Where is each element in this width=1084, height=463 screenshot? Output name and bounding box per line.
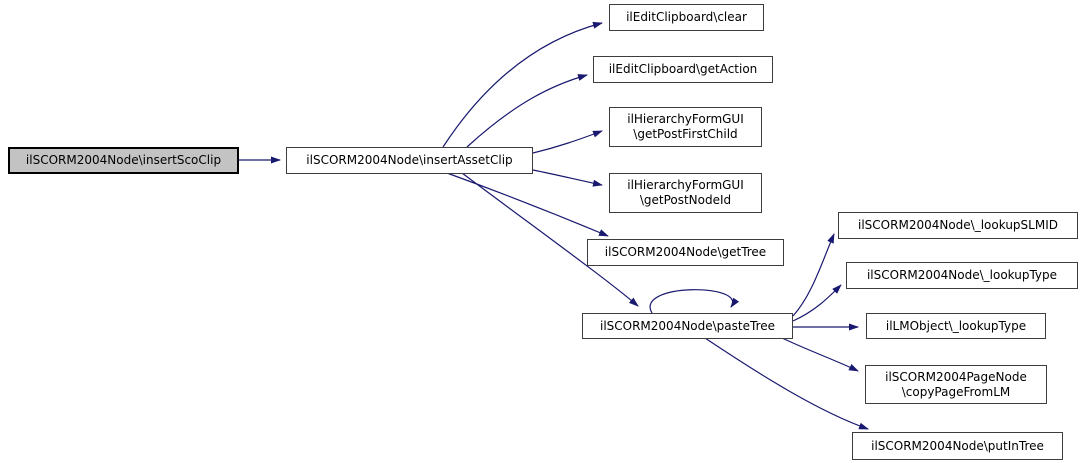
edge-pasteTree-copyPageFromLM — [781, 337, 859, 372]
node-lookupTypeLM[interactable]: ilLMObject\_lookupType — [866, 313, 1046, 339]
node-copyPageFromLM[interactable]: ilSCORM2004PageNode \copyPageFromLM — [865, 365, 1047, 404]
edge-insertAssetClip-clear — [442, 21, 603, 148]
node-insertScoClip: ilSCORM2004Node\insertScoClip — [8, 147, 239, 174]
node-lookupTypeNode[interactable]: ilSCORM2004Node\_lookupType — [846, 262, 1078, 289]
node-getAction[interactable]: ilEditClipboard\getAction — [593, 56, 773, 83]
edge-insertAssetClip-getPostNodeId — [532, 169, 603, 187]
node-putInTree[interactable]: ilSCORM2004Node\putInTree — [852, 432, 1063, 460]
edge-pasteTree-putInTree — [704, 337, 869, 430]
edge-insertAssetClip-getPostFirstChild — [532, 130, 603, 154]
edge-pasteTree-lookupSLMID — [792, 233, 835, 317]
node-pasteTree[interactable]: ilSCORM2004Node\pasteTree — [582, 313, 793, 339]
node-getTree[interactable]: ilSCORM2004Node\getTree — [587, 239, 784, 266]
node-getPostFirstChild[interactable]: ilHierarchyFormGUI \getPostFirstChild — [609, 107, 762, 147]
edge-insertAssetClip-getTree — [446, 172, 609, 237]
edge-pasteTree-self-loop — [649, 289, 740, 314]
edge-insertAssetClip-pasteTree — [461, 172, 639, 307]
node-lookupSLMID[interactable]: ilSCORM2004Node\_lookupSLMID — [838, 212, 1078, 239]
node-clear[interactable]: ilEditClipboard\clear — [609, 4, 764, 31]
node-getPostNodeId[interactable]: ilHierarchyFormGUI \getPostNodeId — [609, 173, 762, 213]
edge-pasteTree-lookupTypeNode — [792, 284, 842, 322]
edge-insertAssetClip-getAction — [466, 74, 588, 148]
node-insertAssetClip[interactable]: ilSCORM2004Node\insertAssetClip — [286, 147, 533, 174]
